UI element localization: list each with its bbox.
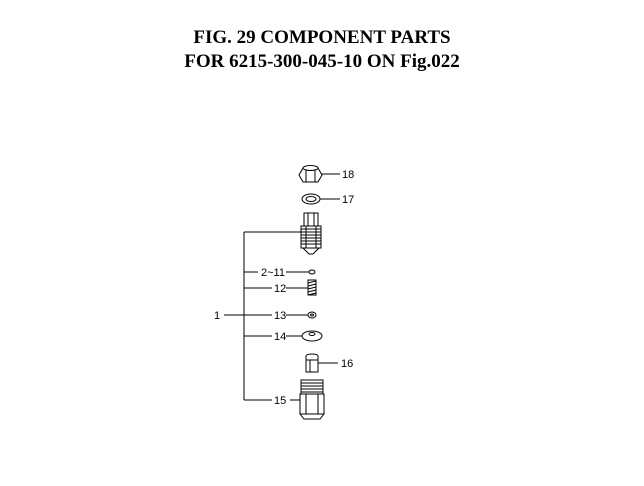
part-2-11-ball <box>308 269 316 275</box>
callout-18: 18 <box>342 169 354 181</box>
callout-14: 14 <box>274 331 286 343</box>
callout-2-11: 2~11 <box>261 267 285 279</box>
figure-title: FIG. 29 COMPONENT PARTS FOR 6215-300-045… <box>0 26 644 74</box>
part-1-fitting-body <box>300 212 322 255</box>
callout-17: 17 <box>342 194 354 206</box>
callout-1: 1 <box>214 310 220 322</box>
part-18-hex-nut <box>298 165 323 183</box>
figure-title-line-1: FIG. 29 COMPONENT PARTS <box>193 27 451 48</box>
part-15-threaded-cap <box>299 379 325 420</box>
part-16-plunger <box>305 353 319 373</box>
part-17-washer <box>301 193 321 205</box>
callout-12: 12 <box>274 283 286 295</box>
part-12-spring <box>307 279 317 296</box>
callout-13: 13 <box>274 310 286 322</box>
figure-title-line-2: FOR 6215-300-045-10 ON Fig.022 <box>184 51 460 72</box>
callout-15: 15 <box>274 395 286 407</box>
part-14-disk <box>301 330 323 342</box>
part-13-ring <box>307 311 317 319</box>
assembly-1-bracket <box>224 231 301 401</box>
callout-16: 16 <box>341 358 353 370</box>
